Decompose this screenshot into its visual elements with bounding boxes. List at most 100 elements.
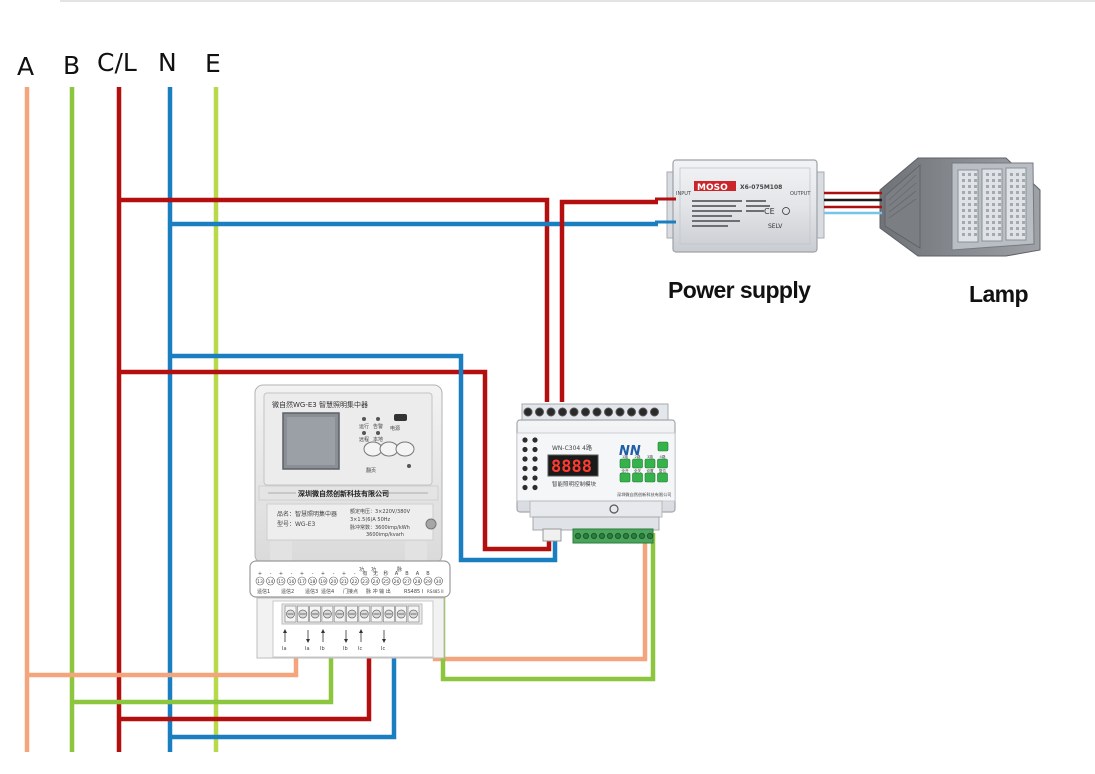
terminal-sign: B bbox=[426, 571, 430, 577]
led-chip bbox=[986, 215, 989, 218]
led-chip bbox=[998, 185, 1001, 188]
led-chip bbox=[992, 215, 995, 218]
controller-top-screw bbox=[638, 407, 648, 417]
controller-key[interactable] bbox=[657, 472, 668, 483]
controller-top-screw bbox=[604, 407, 613, 417]
led-chip bbox=[974, 179, 977, 182]
controller-led bbox=[522, 484, 528, 491]
terminal-number-ring bbox=[287, 576, 296, 586]
led-chip bbox=[998, 203, 1001, 206]
controller-key[interactable] bbox=[632, 458, 643, 469]
terminal-number: 19 bbox=[320, 579, 326, 585]
controller-key-label: 2路 bbox=[635, 454, 641, 459]
led-chip bbox=[1022, 185, 1025, 188]
led-chip bbox=[1022, 233, 1025, 236]
meter-btn-label-2: 告警 bbox=[373, 423, 383, 430]
terminal-number: 26 bbox=[394, 579, 400, 585]
controller-led bbox=[532, 484, 538, 491]
controller-key[interactable] bbox=[657, 441, 669, 452]
led-chip bbox=[1016, 197, 1019, 200]
controller-led bbox=[532, 465, 538, 472]
controller-top-screw bbox=[546, 407, 556, 417]
terminal-number: 16 bbox=[289, 579, 295, 585]
terminal-sign: - bbox=[291, 571, 293, 577]
controller-key-label: 1路 bbox=[622, 454, 628, 459]
current-arrow-head bbox=[382, 639, 386, 643]
controller-led bbox=[522, 456, 528, 462]
led-chip bbox=[998, 197, 1001, 200]
group-yx3: 遥信3 bbox=[305, 588, 318, 595]
terminal-number-ring bbox=[329, 576, 338, 586]
led-chip bbox=[962, 209, 965, 212]
controller-key[interactable] bbox=[644, 472, 656, 483]
meter-nav-buttons[interactable] bbox=[363, 441, 415, 457]
led-chip bbox=[974, 233, 977, 236]
terminal-number-ring bbox=[413, 576, 422, 586]
led-chip bbox=[1022, 227, 1025, 230]
terminal-number: 29 bbox=[425, 579, 431, 585]
current-label-3: Ib bbox=[320, 646, 325, 652]
wiring bbox=[24, 87, 658, 752]
led-chip bbox=[962, 233, 965, 236]
terminal-number: 17 bbox=[299, 579, 305, 585]
controller-led bbox=[532, 475, 538, 481]
controller-key[interactable] bbox=[644, 458, 656, 469]
controller-display-digits: 8888 bbox=[551, 457, 592, 477]
controller-terminal-screw bbox=[646, 532, 654, 540]
meter-spec-2: 3×1.5(6)A 50Hz bbox=[350, 517, 391, 523]
controller-led bbox=[532, 456, 538, 462]
controller-power-terminal bbox=[542, 528, 562, 542]
led-chip bbox=[986, 197, 989, 200]
group-pulse: 脉 冲 输 出 bbox=[366, 588, 391, 595]
controller-key[interactable] bbox=[632, 472, 643, 483]
led-chip bbox=[974, 185, 977, 188]
meter-ir-port bbox=[394, 414, 407, 421]
controller-key[interactable] bbox=[619, 458, 631, 469]
terminal-number-ring bbox=[255, 576, 265, 586]
terminal-number-ring bbox=[318, 576, 328, 586]
terminal-number-ring bbox=[350, 576, 359, 586]
current-label-6: Ic bbox=[381, 646, 385, 652]
wire-N-to-controller bbox=[170, 353, 558, 563]
controller-terminal-screw bbox=[590, 532, 598, 540]
wire-CL-to-meter bbox=[119, 632, 372, 722]
terminal-sign: A bbox=[416, 571, 420, 577]
led-chip bbox=[1010, 191, 1013, 194]
led-chip bbox=[962, 221, 965, 224]
led-chip bbox=[998, 221, 1001, 224]
meter-current-arrows bbox=[283, 629, 386, 643]
led-chip bbox=[1022, 179, 1025, 182]
terminal-number-ring bbox=[434, 576, 443, 586]
terminal-number: 20 bbox=[331, 579, 337, 585]
group-yx4: 遥信4 bbox=[321, 588, 334, 595]
controller-reset-icon[interactable] bbox=[609, 504, 619, 514]
meter-btn-label-page: 翻页 bbox=[366, 467, 376, 474]
controller-led bbox=[522, 465, 528, 472]
controller-display bbox=[547, 454, 599, 477]
led-chip bbox=[1022, 221, 1025, 224]
led-chip bbox=[992, 233, 995, 236]
controller-led bbox=[532, 446, 538, 453]
controller-logo: NN bbox=[619, 444, 641, 459]
led-chip bbox=[1022, 203, 1025, 206]
current-arrow-head bbox=[344, 639, 348, 643]
meter-title: 微自然WG-E3 智慧照明集中器 bbox=[272, 400, 368, 409]
controller-key[interactable] bbox=[657, 458, 668, 469]
led-chip bbox=[1016, 185, 1019, 188]
led-chip bbox=[986, 185, 989, 188]
led-chip bbox=[992, 179, 995, 182]
led-chip bbox=[998, 215, 1001, 218]
meter-status-leds bbox=[362, 417, 380, 435]
meter-btn-label-3: 远程 bbox=[359, 436, 369, 443]
controller-top-terminals bbox=[523, 407, 659, 417]
led-chip bbox=[1022, 173, 1025, 176]
terminal-sign: + bbox=[321, 571, 325, 577]
psu-selv: SELV bbox=[768, 223, 783, 230]
led-chip bbox=[1016, 233, 1019, 236]
led-chip bbox=[968, 179, 971, 182]
controller-key[interactable] bbox=[619, 472, 631, 483]
led-chip bbox=[1010, 209, 1013, 212]
led-chip bbox=[986, 179, 989, 182]
